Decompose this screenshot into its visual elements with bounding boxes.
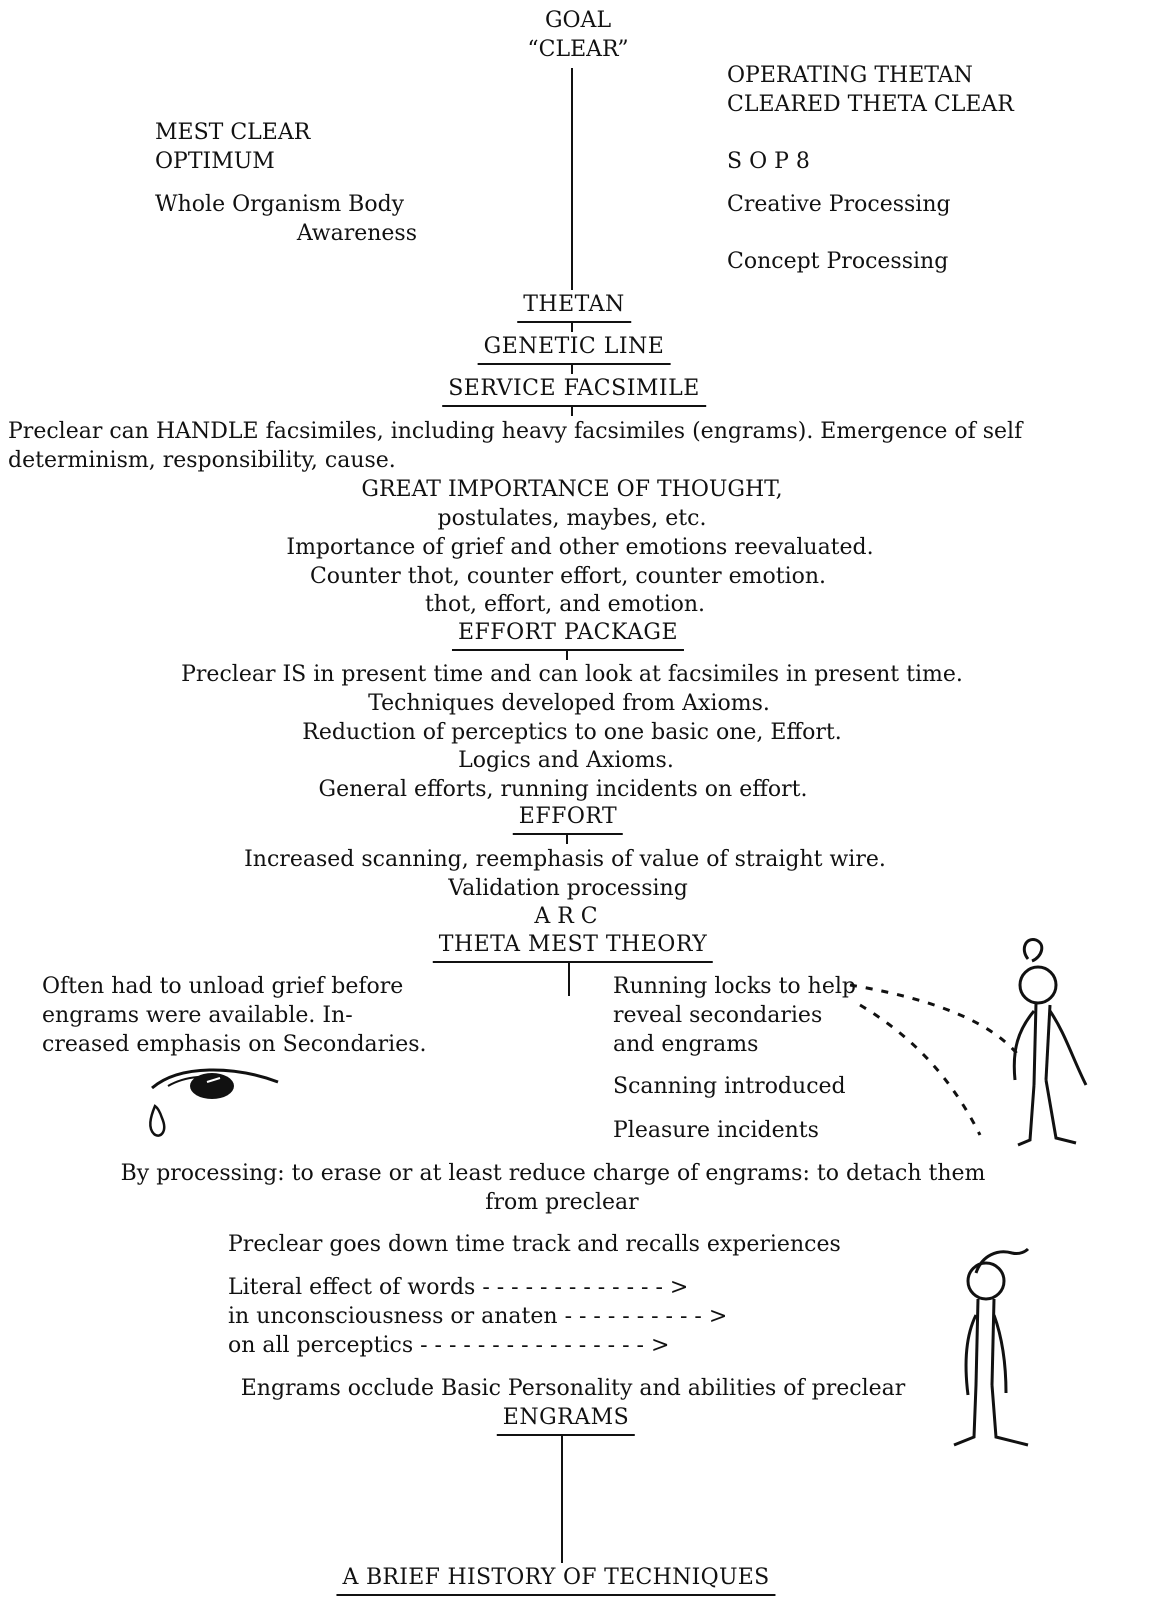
service-text-line: Preclear can HANDLE facsimiles, includin… bbox=[8, 419, 1023, 444]
effort-package-stage: EFFORT PACKAGE bbox=[451, 618, 685, 651]
service-text-line: thot, effort, and emotion. bbox=[424, 592, 706, 617]
goal-label: GOAL bbox=[544, 8, 612, 33]
theta-mest-theory-stage: THETA MEST THEORY bbox=[432, 930, 714, 963]
connector-line bbox=[568, 962, 570, 996]
awareness-label: Awareness bbox=[296, 221, 417, 246]
clear-label: “CLEAR” bbox=[527, 37, 629, 62]
effort-package-text-line: General efforts, running incidents on ef… bbox=[318, 777, 808, 802]
thetan-stage: THETAN bbox=[517, 290, 631, 323]
theta-left-text-line: creased emphasis on Secondaries. bbox=[42, 1032, 427, 1057]
theta-right-text-line: Running locks to help bbox=[613, 974, 856, 999]
unconsciousness-line: in unconsciousness or anaten - - - - - -… bbox=[228, 1304, 728, 1329]
effort-text-line: Increased scanning, reemphasis of value … bbox=[244, 847, 886, 872]
connector-tick bbox=[571, 406, 573, 416]
service-text-line: postulates, maybes, etc. bbox=[437, 506, 707, 531]
theta-left-text-line: Often had to unload grief before bbox=[42, 974, 404, 999]
cleared-theta-clear-label: CLEARED THETA CLEAR bbox=[727, 92, 1014, 117]
connector-tick bbox=[566, 650, 568, 660]
operating-thetan-label: OPERATING THETAN bbox=[727, 63, 973, 88]
brief-history-title: A BRIEF HISTORY OF TECHNIQUES bbox=[336, 1563, 776, 1596]
whole-organism-label: Whole Organism Body bbox=[155, 192, 405, 217]
effort-text-line: Validation processing bbox=[448, 876, 688, 901]
connector-tick bbox=[566, 834, 568, 844]
effort-package-text-line: Techniques developed from Axioms. bbox=[368, 691, 770, 716]
arc-label: A R C bbox=[534, 904, 598, 929]
theta-right-text-line: and engrams bbox=[613, 1032, 759, 1057]
mest-clear-label: MEST CLEAR bbox=[155, 120, 311, 145]
concept-processing-label: Concept Processing bbox=[727, 249, 949, 274]
theta-left-text-line: engrams were available. In- bbox=[42, 1003, 353, 1028]
creative-processing-label: Creative Processing bbox=[727, 192, 951, 217]
effort-stage: EFFORT bbox=[512, 802, 624, 835]
connector-tick bbox=[571, 322, 573, 332]
service-text-line: Counter thot, counter effort, counter em… bbox=[309, 564, 827, 589]
effort-package-text-line: Preclear IS in present time and can look… bbox=[181, 662, 963, 687]
effort-package-text-line: Logics and Axioms. bbox=[458, 748, 674, 773]
stick-figure-icon bbox=[953, 1247, 1030, 1447]
genetic-line-stage: GENETIC LINE bbox=[477, 332, 671, 365]
processing-text-line: By processing: to erase or at least redu… bbox=[120, 1161, 986, 1186]
sop8-label: S O P 8 bbox=[727, 149, 810, 174]
optimum-label: OPTIMUM bbox=[155, 149, 275, 174]
processing-text-line: from preclear bbox=[485, 1190, 639, 1215]
service-text-line: GREAT IMPORTANCE OF THOUGHT, bbox=[361, 477, 783, 502]
main-trunk-line bbox=[571, 68, 573, 290]
service-text-line: Importance of grief and other emotions r… bbox=[286, 535, 874, 560]
theta-right-text-line: Pleasure incidents bbox=[613, 1118, 819, 1143]
engram-text-line: Preclear goes down time track and recall… bbox=[228, 1232, 841, 1257]
engram-text-line: Engrams occlude Basic Personality and ab… bbox=[240, 1376, 906, 1401]
connector-line bbox=[561, 1435, 563, 1563]
stick-figure-icon bbox=[849, 938, 1088, 1147]
effort-package-text-line: Reduction of perceptics to one basic one… bbox=[302, 720, 842, 745]
weeping-eye-icon bbox=[149, 1068, 279, 1137]
literal-effect-line: Literal effect of words - - - - - - - - … bbox=[228, 1275, 689, 1300]
perceptics-line: on all perceptics - - - - - - - - - - - … bbox=[228, 1333, 670, 1358]
theta-right-text-line: Scanning introduced bbox=[613, 1074, 846, 1099]
service-facsimile-stage: SERVICE FACSIMILE bbox=[442, 374, 706, 407]
engrams-stage: ENGRAMS bbox=[496, 1403, 636, 1436]
theta-right-text-line: reveal secondaries bbox=[613, 1003, 823, 1028]
connector-tick bbox=[571, 364, 573, 374]
service-text-line: determinism, responsibility, cause. bbox=[8, 448, 396, 473]
